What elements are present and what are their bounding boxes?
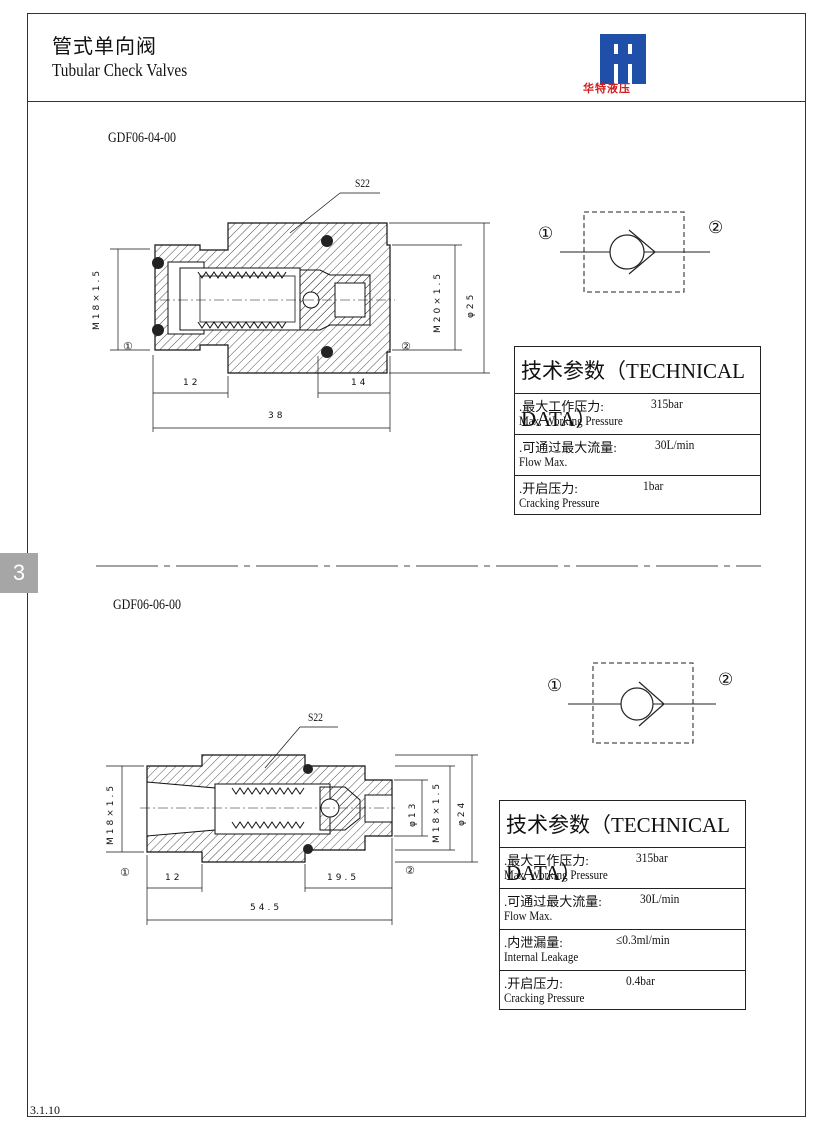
valve2-hex-label: S22 (308, 710, 323, 724)
tech-row-cn: .内泄漏量: (504, 935, 563, 950)
valve1-symbol-port1: ① (538, 224, 554, 243)
tech-row-value: 30L/min (640, 891, 680, 906)
page-title-cn: 管式单向阀 (52, 36, 157, 58)
valve2-port2: ② (405, 864, 415, 877)
logo-text: 华特液压 (583, 82, 631, 95)
tech-row-value: 30L/min (655, 437, 695, 452)
valve1-port2: ② (401, 340, 411, 353)
tech-row-cn: .开启压力: (519, 481, 578, 496)
valve2-port1: ① (120, 866, 130, 879)
tech-row-value: 1bar (643, 478, 664, 493)
tech-row-cn: .开启压力: (504, 976, 563, 991)
valve2-tech-title: 技术参数（TECHNICAL DATA） (500, 801, 745, 885)
tech-row-value: 0.4bar (626, 973, 655, 988)
page-title-en: Tubular Check Valves (52, 60, 188, 80)
valve2-tech-row: .开启压力: 0.4bar Cracking Pressure (500, 971, 745, 1013)
model-number-2: GDF06-06-00 (113, 597, 181, 613)
tech-row-en: Flow Max. (504, 909, 553, 923)
valve1-tech-row: .最大工作压力: 315bar Max. Working Pressure (515, 394, 760, 435)
valve1-tech-row: .可通过最大流量: 30L/min Flow Max. (515, 435, 760, 476)
tech-row-en: Cracking Pressure (504, 991, 585, 1005)
valve2-symbol-port2: ② (718, 670, 734, 689)
valve2-symbol-port1: ① (547, 676, 563, 695)
divider-dash-line (96, 565, 761, 567)
tech-row-cn: .最大工作压力: (504, 853, 589, 868)
valve2-tech-table: 技术参数（TECHNICAL DATA） .最大工作压力: 315bar Max… (499, 800, 746, 1010)
tech-row-en: Flow Max. (519, 455, 568, 469)
tech-row-en: Cracking Pressure (519, 496, 600, 510)
header-divider (27, 101, 806, 102)
company-logo (600, 34, 646, 84)
section-tab: 3 (0, 553, 38, 593)
tech-row-cn: .可通过最大流量: (504, 894, 602, 909)
valve2-tech-row: .内泄漏量: ≤0.3ml/min Internal Leakage (500, 930, 745, 971)
valve1-symbol-port2: ② (708, 218, 724, 237)
tech-row-en: Internal Leakage (504, 950, 579, 964)
tech-row-cn: .可通过最大流量: (519, 440, 617, 455)
valve1-tech-title: 技术参数（TECHNICAL DATA） (515, 347, 760, 431)
model-number-1: GDF06-04-00 (108, 130, 176, 146)
valve1-port1: ① (123, 340, 133, 353)
valve1-tech-row: .开启压力: 1bar Cracking Pressure (515, 476, 760, 516)
tech-row-en: Max. Working Pressure (504, 868, 608, 882)
valve1-dim-right: 14 (351, 378, 369, 388)
valve1-tech-table: 技术参数（TECHNICAL DATA） .最大工作压力: 315bar Max… (514, 346, 761, 515)
valve2-tech-row: .可通过最大流量: 30L/min Flow Max. (500, 889, 745, 930)
tech-row-value: ≤0.3ml/min (616, 932, 670, 947)
valve2-dim-right: 19.5 (327, 873, 360, 883)
tech-row-value: 315bar (636, 850, 668, 865)
page-number: 3.1.10 (30, 1103, 60, 1117)
valve2-tech-row: .最大工作压力: 315bar Max. Working Pressure (500, 848, 745, 889)
valve1-dim-total: 38 (268, 411, 286, 421)
valve1-dim-left: 12 (183, 378, 201, 388)
tech-row-en: Max. Working Pressure (519, 414, 623, 428)
valve2-dim-total: 54.5 (250, 903, 283, 913)
valve2-dim-left: 12 (165, 873, 183, 883)
tech-row-cn: .最大工作压力: (519, 399, 604, 414)
valve1-hex-label: S22 (355, 176, 370, 190)
tech-row-value: 315bar (651, 396, 683, 411)
